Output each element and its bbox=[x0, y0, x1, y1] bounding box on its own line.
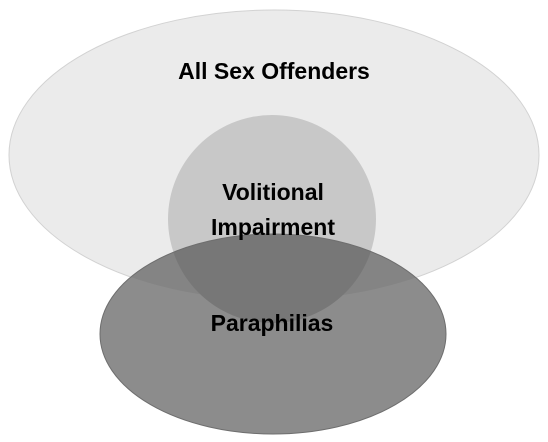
paraphilias-label: Paraphilias bbox=[211, 310, 334, 336]
all-sex-offenders-label: All Sex Offenders bbox=[178, 58, 370, 84]
volitional-label-line1: Volitional bbox=[222, 179, 324, 205]
volitional-paraphilias-overlap bbox=[168, 234, 376, 323]
paraphilias-outline bbox=[99, 233, 447, 435]
impairment-label-line2: Impairment bbox=[211, 214, 335, 240]
